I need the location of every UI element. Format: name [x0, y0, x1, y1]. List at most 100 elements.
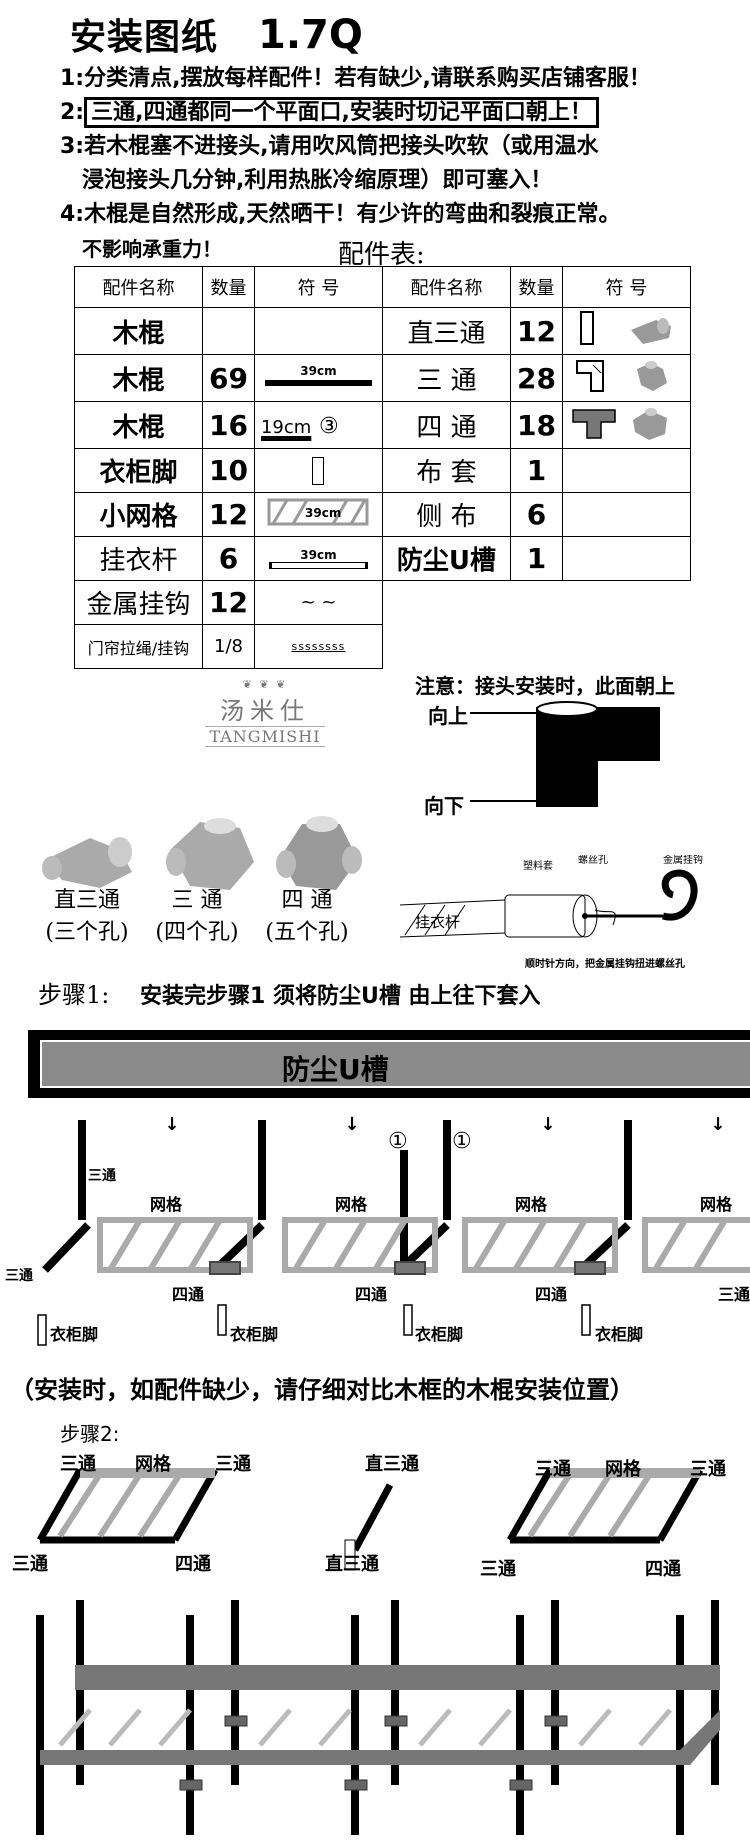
straight-tee-label: 直三通: [325, 1553, 379, 1575]
three-way-label: 三通: [60, 1454, 96, 1475]
four-way-label: 四通: [355, 1285, 387, 1304]
three-way-label: 三通: [718, 1285, 750, 1304]
straight-tee-label: 直三通: [365, 1453, 419, 1475]
three-way-label: 三通: [215, 1454, 251, 1475]
tee-symbol: [562, 355, 690, 402]
part-qty: 1/8: [203, 625, 255, 669]
part-qty: 1: [510, 537, 562, 581]
part-name: 侧 布: [382, 493, 510, 537]
part-qty: 12: [510, 308, 562, 355]
part-qty: 16: [203, 402, 255, 449]
note-4a: 4:木棍是自然形成,天然晒干！有少许的弯曲和裂痕正常。: [60, 200, 620, 230]
grid-label: 网格: [515, 1195, 548, 1214]
step1-label: 步骤1:: [38, 975, 109, 1010]
foot-label: 衣柜脚: [50, 1325, 98, 1344]
header-cell: 符 号: [254, 267, 382, 308]
four-way-label: 四通: [172, 1285, 204, 1304]
grid-symbol: 39cm: [254, 493, 382, 537]
circle-number: ③: [319, 414, 339, 439]
fitting-label: 直三通: [32, 882, 142, 914]
four-way-label: 四通: [645, 1559, 681, 1580]
part-symbol: [562, 537, 690, 581]
part-name: 直三通: [382, 308, 510, 355]
fitting-label: 四 通: [252, 882, 362, 914]
hanging-rod-bar: [269, 562, 368, 569]
straight-tee-icon: [571, 308, 681, 348]
foot-symbol: [254, 449, 382, 493]
part-qty: 6: [203, 537, 255, 581]
down-arrow-icon: ↓: [540, 1114, 555, 1135]
part-name: 门帘拉绳/挂钩: [75, 625, 203, 669]
parts-table: 配件名称 数量 符 号 配件名称 数量 符 号 木棍 直三通 12 木棍 69 …: [74, 266, 691, 669]
note-2-text: 三通,四通都同一个平面口,安装时切记平面口朝上！: [84, 97, 599, 128]
part-symbol: [562, 493, 690, 537]
page-title: 安装图纸: [70, 8, 218, 60]
part-name: 防尘U槽: [382, 537, 510, 581]
circle-number: ①: [452, 1129, 472, 1154]
step1-frame-diagram: ↓ ↓ ↓ ↓ 网格 网格 网格 网格 四通 四通 四通 衣柜脚 衣柜脚: [0, 1100, 750, 1355]
step1-text: 安装完步骤1 须将防尘U槽 由上往下套入: [140, 978, 541, 1010]
grid-label: 网格: [700, 1195, 733, 1214]
three-way-label: 三通: [5, 1268, 33, 1284]
note-4b: 不影响承重力！: [82, 234, 222, 264]
header-cell: 数量: [510, 267, 562, 308]
foot-icon: [312, 457, 324, 485]
rod-label: 挂衣杆: [415, 913, 460, 931]
down-arrow-icon: ↓: [710, 1114, 725, 1135]
three-way-label: 三通: [480, 1559, 516, 1580]
circle-number: ①: [388, 1129, 408, 1154]
foot-label: 衣柜脚: [415, 1325, 463, 1344]
dust-channel: 防尘U槽: [28, 1030, 750, 1098]
foot-label: 衣柜脚: [595, 1325, 643, 1344]
note-3a: 3:若木棍塞不进接头,请用吹风筒把接头吹软（或用温水: [60, 132, 598, 162]
straight-tee-symbol: [562, 308, 690, 355]
hook-caption: 顺时针方向，把金属挂钩扭进螺丝孔: [525, 957, 685, 970]
down-arrow-icon: ↓: [164, 1114, 179, 1135]
hanging-rod-symbol: 39cm: [254, 537, 382, 581]
note-2-prefix: 2:: [60, 100, 84, 125]
part-qty: 18: [510, 402, 562, 449]
joint-up-label: 向上: [428, 700, 468, 729]
rod-length-label: 19cm: [261, 417, 311, 438]
grid-label: 网格: [335, 1195, 368, 1214]
part-symbol: [254, 308, 382, 355]
four-way-3d-icon: [276, 816, 362, 890]
empty-cell: [382, 625, 690, 669]
four-way-icon: [571, 402, 681, 442]
step2-diagram: 三通 网格 三通 三通 四通 直三通 直三通 三通 网格 三通 三通 四通: [0, 1440, 750, 1845]
joint-orientation-diagram: [470, 695, 670, 815]
header-cell: 配件名称: [75, 267, 203, 308]
rod-length-label: 39cm: [261, 548, 376, 562]
part-qty: 28: [510, 355, 562, 402]
missing-parts-warning: （安装时，如配件缺少，请仔细对比木框的木棍安装位置）: [10, 1370, 634, 1405]
tee-icon: [571, 355, 681, 395]
header-cell: 符 号: [562, 267, 690, 308]
tee-3d-icon: [166, 818, 254, 890]
joint-down-label: 向下: [424, 790, 464, 819]
fitting-holes: (五个孔): [252, 914, 362, 946]
part-qty: [203, 308, 255, 355]
three-way-label: 三通: [535, 1459, 571, 1480]
curtain-hook-symbol: ssssssss: [254, 625, 382, 669]
part-name: 木棍: [75, 308, 203, 355]
sleeve-label: 塑料套: [523, 859, 553, 872]
grid-label: 网格: [135, 1453, 172, 1475]
rod-19-symbol: 19cm ③: [254, 402, 382, 449]
logo-ornament: ❦ ❦ ❦: [205, 678, 325, 691]
fitting-holes: (三个孔): [32, 914, 142, 946]
screw-hole-label: 螺丝孔: [578, 855, 608, 866]
three-way-label: 三通: [12, 1554, 48, 1575]
fitting-label: 三 通: [142, 882, 252, 914]
fitting-holes: (四个孔): [142, 914, 252, 946]
three-way-label: 三通: [88, 1168, 116, 1184]
four-way-label: 四通: [175, 1554, 211, 1575]
rod-length-label: 39cm: [261, 364, 376, 378]
part-qty: 10: [203, 449, 255, 493]
grid-icon: 39cm: [263, 494, 373, 530]
logo-cn: 汤米仕: [205, 691, 325, 726]
header-cell: 数量: [203, 267, 255, 308]
brand-logo: ❦ ❦ ❦ 汤米仕 TANGMISHI: [205, 678, 325, 747]
note-3b: 浸泡接头几分钟,利用热胀冷缩原理）即可塞入！: [82, 166, 552, 196]
part-name: 布 套: [382, 449, 510, 493]
grid-label: 网格: [150, 1195, 183, 1214]
